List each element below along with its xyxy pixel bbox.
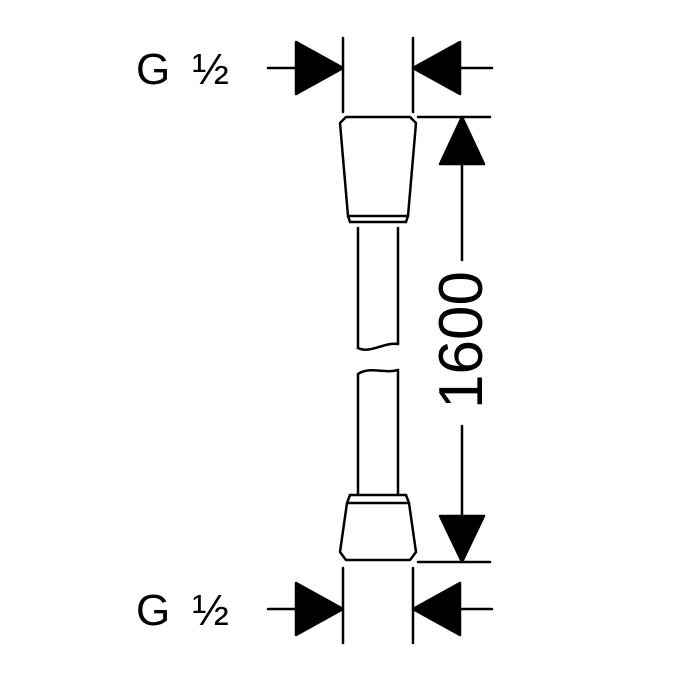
hose-break-upper [356,342,400,351]
top-arrow-right [411,40,462,96]
length-arrow-top [438,115,486,166]
length-arrow-bottom [438,514,486,564]
top-fitting [338,115,418,218]
bottom-arrow-left [294,581,345,637]
hose-break-lower [356,368,400,376]
bottom-arrow-right [411,581,462,637]
thread-size-top: ½ [192,45,229,94]
top-arrow-left [294,40,345,96]
thread-letter-top: G [136,45,171,94]
thread-size-bottom: ½ [192,586,229,635]
thread-letter-bottom: G [136,586,171,635]
bottom-fitting [338,501,418,562]
length-label: 1600 [427,265,496,415]
